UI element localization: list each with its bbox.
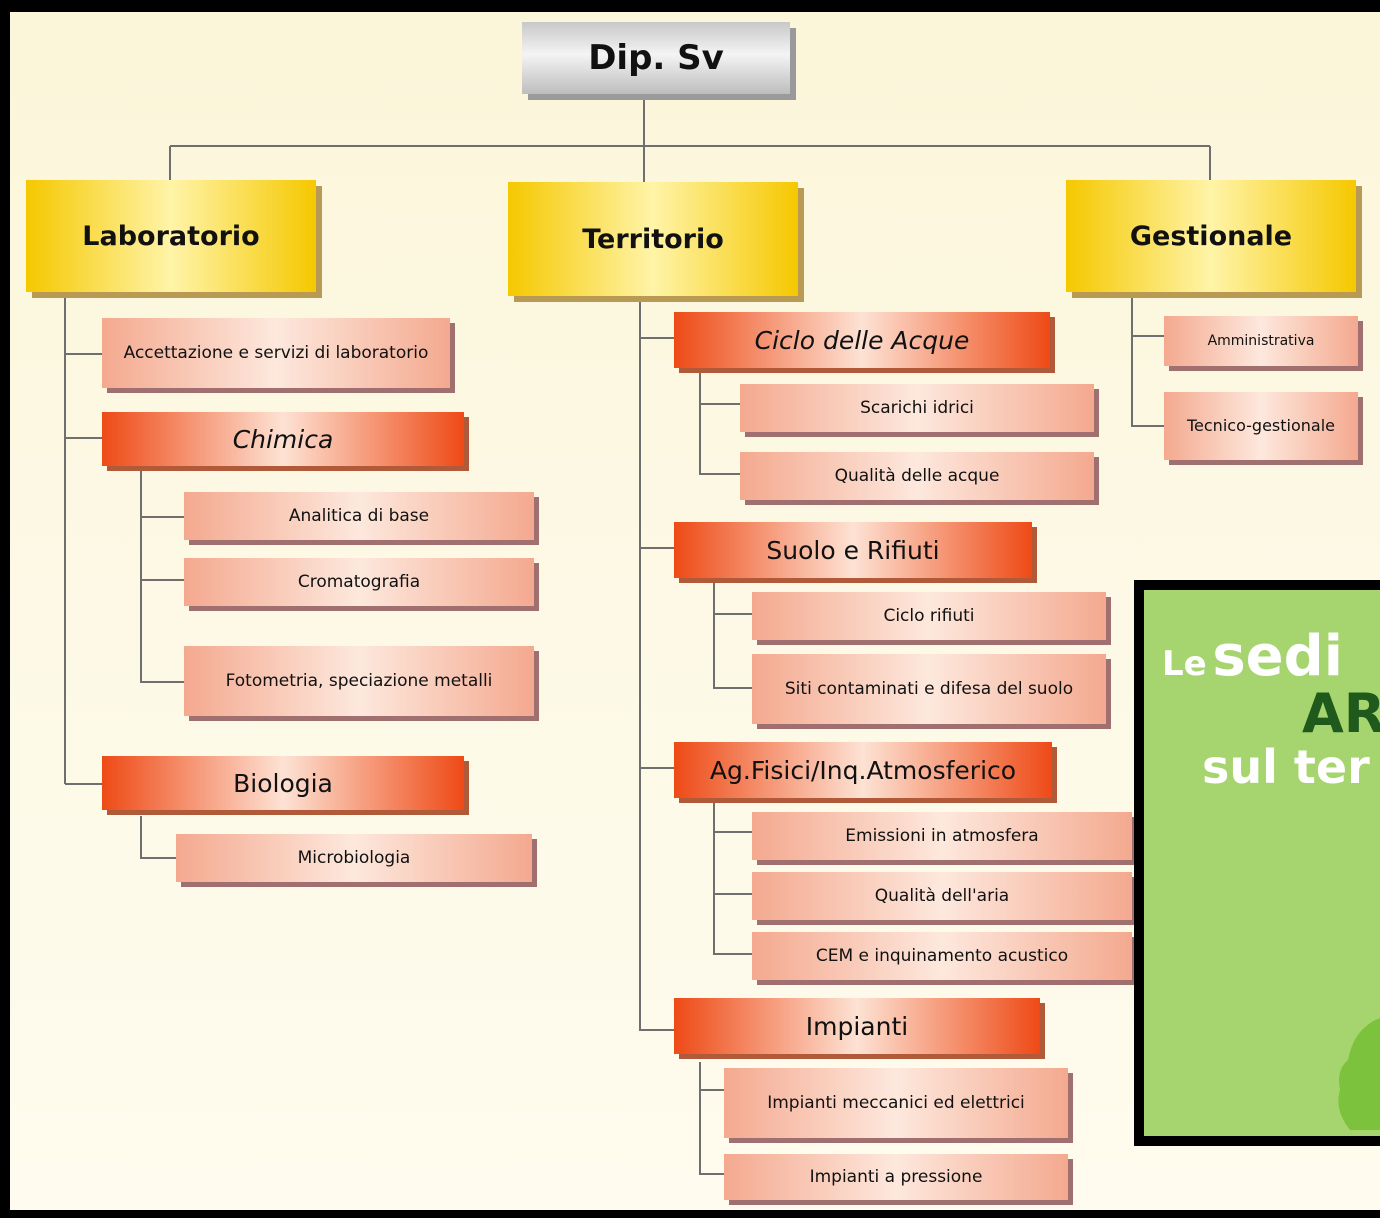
scarichi-node: Scarichi idrici <box>740 384 1094 432</box>
sedi-title-line2: AR <box>1302 682 1380 745</box>
tecnico-gestionale-node: Tecnico-gestionale <box>1164 392 1358 460</box>
cromatografia-node: Cromatografia <box>184 558 534 606</box>
fotometria-node: Fotometria, speciazione metalli <box>184 646 534 716</box>
qualita-aria-node: Qualità dell'aria <box>752 872 1132 920</box>
sedi-panel-inner: Le sedi AR sul ter <box>1144 590 1380 1136</box>
ciclo-acque-label: Ciclo delle Acque <box>754 325 970 355</box>
analitica-node: Analitica di base <box>184 492 534 540</box>
connector-lines <box>64 94 1211 1175</box>
laboratorio-node: Laboratorio <box>26 180 316 292</box>
sedi-title-le: Le <box>1162 644 1207 684</box>
sedi-title-line3: sul ter <box>1202 740 1370 794</box>
ciclo-acque-node: Ciclo delle Acque <box>674 312 1050 368</box>
suolo-rifiuti-node: Suolo e Rifiuti <box>674 522 1032 578</box>
siti-contaminati-node: Siti contaminati e difesa del suolo <box>752 654 1106 724</box>
emissioni-node: Emissioni in atmosfera <box>752 812 1132 860</box>
sedi-overlay-panel[interactable]: Le sedi AR sul ter <box>1134 580 1380 1146</box>
impianti-pressione-node: Impianti a pressione <box>724 1154 1068 1200</box>
biologia-node: Biologia <box>102 756 464 810</box>
chimica-node: Chimica <box>102 412 464 466</box>
root-node: Dip. Sv <box>522 22 790 94</box>
impianti-node: Impianti <box>674 998 1040 1054</box>
chimica-label: Chimica <box>232 424 334 454</box>
impianti-meccanici-node: Impianti meccanici ed elettrici <box>724 1068 1068 1138</box>
org-chart: Dip. Sv Laboratorio Territorio Gestional… <box>10 12 1380 1210</box>
ciclo-rifiuti-node: Ciclo rifiuti <box>752 592 1106 640</box>
accettazione-node: Accettazione e servizi di laboratorio <box>102 318 450 388</box>
cem-node: CEM e inquinamento acustico <box>752 932 1132 980</box>
microbiologia-node: Microbiologia <box>176 834 532 882</box>
agenti-fisici-node: Ag.Fisici/Inq.Atmosferico <box>674 742 1052 798</box>
territorio-node: Territorio <box>508 182 798 296</box>
amministrativa-node: Amministrativa <box>1164 316 1358 366</box>
sedi-title-sedi: sedi <box>1212 624 1343 689</box>
map-shape-icon <box>1338 1018 1380 1130</box>
qualita-acque-node: Qualità delle acque <box>740 452 1094 500</box>
gestionale-node: Gestionale <box>1066 180 1356 292</box>
sedi-title-line1: Le sedi <box>1162 624 1343 689</box>
